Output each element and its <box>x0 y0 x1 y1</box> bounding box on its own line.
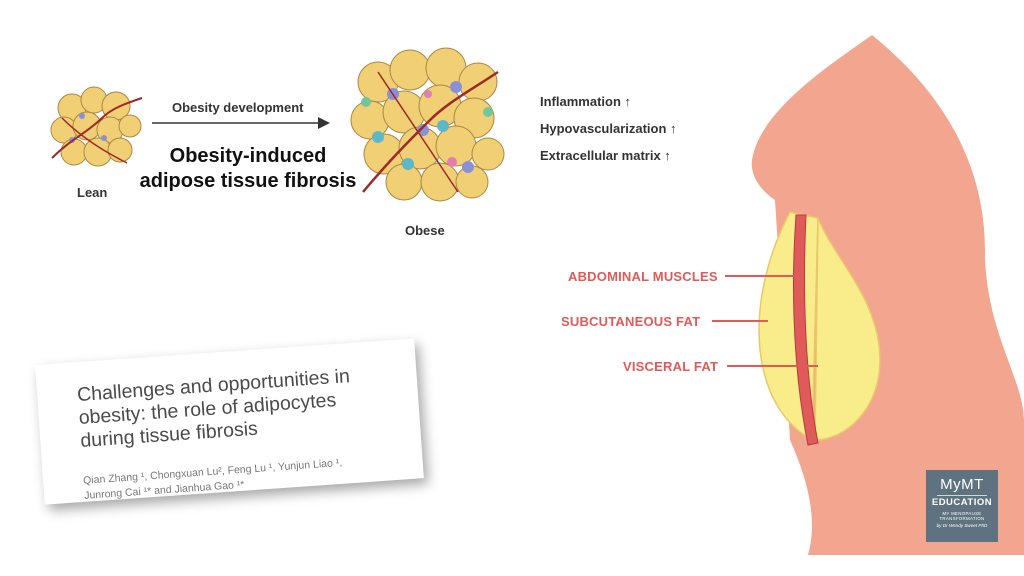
paper-title: Challenges and opportunities in obesity:… <box>76 361 410 453</box>
logo-line2: EDUCATION <box>931 497 993 508</box>
visceral-fat-region <box>814 217 881 441</box>
mymt-education-logo: MyMT EDUCATION MY MENOPAUSE TRANSFORMATI… <box>926 470 998 542</box>
effects-list: Inflammation ↑ Hypovascularization ↑ Ext… <box>540 88 677 169</box>
obese-adipose-tissue-illustration <box>350 47 505 202</box>
progression-arrow <box>152 117 330 129</box>
diagram-title: Obesity-induced adipose tissue fibrosis <box>128 144 368 194</box>
obese-label: Obese <box>405 223 445 238</box>
diagram-title-line2: adipose tissue fibrosis <box>139 170 357 192</box>
label-abdominal-muscles: ABDOMINAL MUSCLES <box>568 269 718 284</box>
effect-extracellular-matrix: Extracellular matrix ↑ <box>540 148 671 163</box>
abdominal-muscle-band <box>793 214 819 446</box>
author-yunjun-liao: Yunjun Liao ¹, <box>277 456 343 474</box>
paper-clipping: Challenges and opportunities in obesity:… <box>35 338 424 505</box>
author-feng-lu: Feng Lu ¹, <box>227 461 279 477</box>
logo-line3a: MY MENOPAUSE <box>942 511 982 516</box>
lean-label: Lean <box>77 185 108 200</box>
lean-adipose-tissue-illustration <box>50 86 143 167</box>
label-visceral-fat: VISCERAL FAT <box>623 359 719 374</box>
effect-hypovascularization: Hypovascularization ↑ <box>540 121 677 136</box>
obesity-development-label: Obesity development <box>172 100 304 115</box>
effect-inflammation: Inflammation ↑ <box>540 94 632 109</box>
logo-line1: MyMT <box>940 476 984 493</box>
diagram-title-line1: Obesity-induced <box>169 145 327 167</box>
logo-line3b: TRANSFORMATION <box>939 516 985 521</box>
label-subcutaneous-fat: SUBCUTANEOUS FAT <box>561 314 701 329</box>
logo-line4: by Dr Wendy Sweet PhD <box>936 523 988 528</box>
